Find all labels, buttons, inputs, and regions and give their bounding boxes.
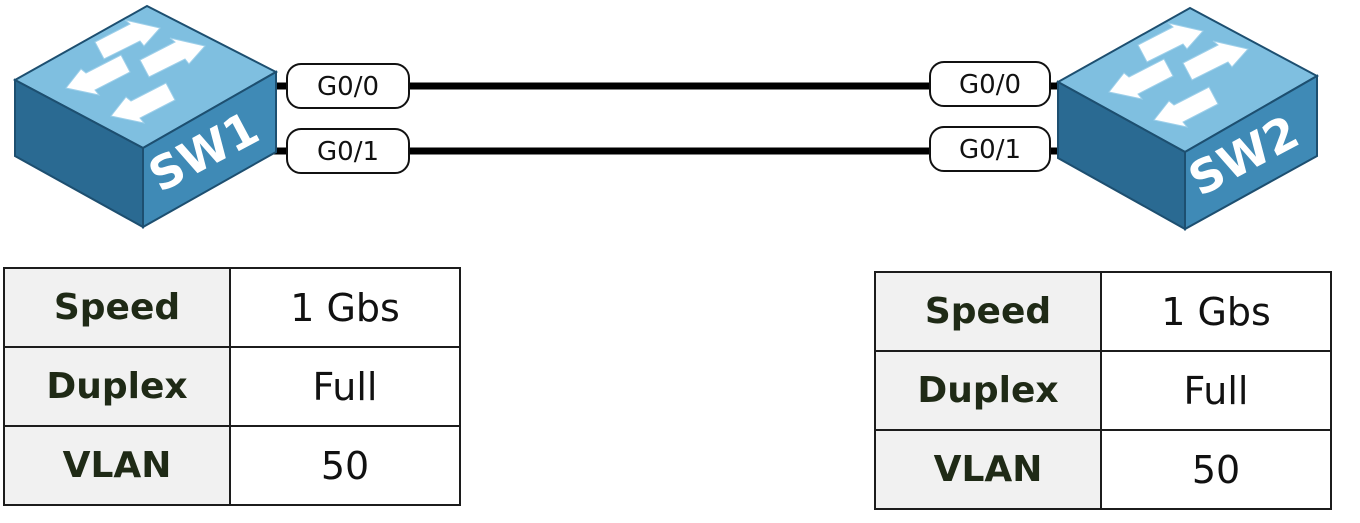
sw1-port-g0-0-label: G0/0 (317, 72, 379, 102)
sw1-port-g0-1-label: G0/1 (317, 137, 379, 167)
duplex-value: Full (1100, 350, 1332, 431)
duplex-key: Duplex (3, 346, 231, 427)
sw2-switch-icon: SW2 (1055, 6, 1320, 231)
vlan-key: VLAN (874, 429, 1102, 510)
sw1-port-g0-1: G0/1 (286, 128, 410, 174)
table-row: Duplex Full (874, 350, 1332, 431)
duplex-value: Full (229, 346, 461, 427)
sw2-port-g0-1-label: G0/1 (959, 135, 1021, 165)
speed-value: 1 Gbs (229, 267, 461, 348)
sw2-port-g0-1: G0/1 (929, 126, 1051, 172)
table-row: VLAN 50 (3, 425, 461, 506)
vlan-key: VLAN (3, 425, 231, 506)
vlan-value: 50 (1100, 429, 1332, 510)
speed-key: Speed (874, 271, 1102, 352)
sw2-port-g0-0: G0/0 (929, 61, 1051, 107)
table-row: Duplex Full (3, 346, 461, 427)
duplex-key: Duplex (874, 350, 1102, 431)
topology-drawing: SW1 SW2 G0/0 G0/1 G0/0 (12, 4, 1320, 231)
sw1-properties-table: Speed 1 Gbs Duplex Full VLAN 50 (3, 267, 461, 506)
table-row: VLAN 50 (874, 429, 1332, 510)
sw1-port-g0-0: G0/0 (286, 63, 410, 109)
vlan-value: 50 (229, 425, 461, 506)
table-row: Speed 1 Gbs (3, 267, 461, 348)
sw2-port-g0-0-label: G0/0 (959, 70, 1021, 100)
table-row: Speed 1 Gbs (874, 271, 1332, 352)
speed-key: Speed (3, 267, 231, 348)
speed-value: 1 Gbs (1100, 271, 1332, 352)
sw2-properties-table: Speed 1 Gbs Duplex Full VLAN 50 (874, 271, 1332, 510)
sw1-switch-icon: SW1 (12, 4, 279, 229)
